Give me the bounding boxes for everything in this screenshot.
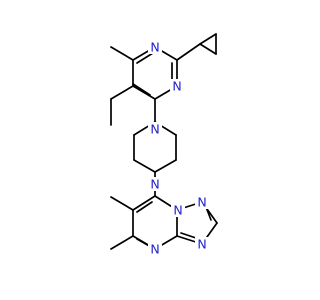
- bond: [110, 85, 134, 100]
- bond: [199, 43, 217, 55]
- label-mask: [195, 195, 209, 209]
- n-pyr-2-label: N: [172, 79, 181, 94]
- n-tri-1-label: N: [173, 203, 182, 218]
- atom-labels: N N N N N N N N: [148, 40, 209, 257]
- label-mask: [148, 40, 162, 54]
- label-mask: [195, 237, 209, 251]
- n-tri-3-label: N: [197, 237, 206, 252]
- n-tri-2-label: N: [197, 195, 206, 210]
- label-mask: [148, 122, 162, 136]
- bond: [132, 83, 151, 96]
- label-mask: [148, 177, 162, 191]
- bond: [132, 195, 156, 211]
- bond: [136, 52, 154, 64]
- bond: [110, 46, 134, 61]
- bond: [176, 43, 201, 61]
- bond: [110, 235, 134, 250]
- molecule-structure: N N N N N N N N: [110, 33, 218, 257]
- label-mask: [171, 203, 185, 217]
- bond: [110, 196, 134, 211]
- bond: [199, 33, 217, 45]
- n-pym-1-label: N: [150, 242, 159, 257]
- bond: [205, 206, 212, 221]
- label-mask: [148, 242, 162, 256]
- label-mask: [170, 79, 184, 93]
- bond: [136, 201, 153, 213]
- n-pip-top-label: N: [150, 122, 159, 137]
- bond: [132, 85, 156, 100]
- n-pip-bottom-label: N: [150, 177, 159, 192]
- bond: [133, 159, 156, 173]
- bond: [154, 159, 177, 173]
- n-pyr-1-label: N: [150, 40, 159, 55]
